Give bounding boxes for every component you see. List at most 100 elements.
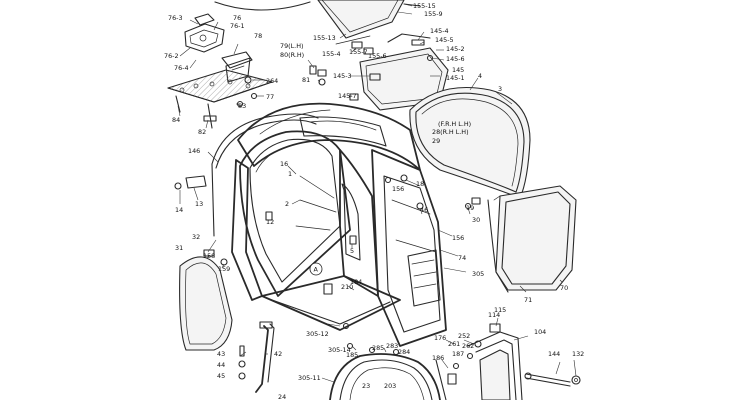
label-83: 83 xyxy=(238,102,246,110)
label-264: 264 xyxy=(266,77,278,85)
label-185: 185 xyxy=(346,351,358,359)
label-156a: 156 xyxy=(392,185,404,193)
label-155-13: 155-13 xyxy=(313,34,336,42)
label-24: 24 xyxy=(278,393,286,400)
fasteners-right xyxy=(384,174,481,210)
label-155-6: 155-6 xyxy=(368,52,387,60)
label-210: 210 xyxy=(341,283,353,291)
label-285: 285 xyxy=(372,344,384,352)
label-14: 14 xyxy=(175,206,183,214)
label-29: 29 xyxy=(432,137,440,145)
label-71: 71 xyxy=(524,296,532,304)
label-159: 159 xyxy=(218,265,230,273)
label-80: 80(R.H) xyxy=(280,51,304,59)
label-1: 1 xyxy=(288,170,292,178)
label-145-6: 145-6 xyxy=(446,55,465,63)
label-43: 43 xyxy=(217,350,225,358)
label-144: 144 xyxy=(548,350,560,358)
label-70: 70 xyxy=(560,284,568,292)
label-203: 203 xyxy=(384,382,396,390)
part-labels: 76-3 76 76-1 78 76-2 76-4 264 77 83 84 8… xyxy=(164,2,584,400)
label-305-11: 305-11 xyxy=(298,374,321,382)
label-28: 28(R.H L.H) xyxy=(432,128,469,136)
part-146-seal xyxy=(211,113,319,237)
label-305-14: 305-14 xyxy=(328,346,351,354)
label-76-1: 76-1 xyxy=(230,22,245,30)
label-76-4: 76-4 xyxy=(174,64,189,72)
label-155-7: 155-7 xyxy=(349,48,368,56)
label-30: 30 xyxy=(472,216,480,224)
label-155-15: 155-15 xyxy=(413,2,436,10)
label-18: 18 xyxy=(416,180,424,188)
label-4: 4 xyxy=(478,72,482,80)
label-46: 46 xyxy=(420,206,428,214)
label-23: 23 xyxy=(362,382,370,390)
part-104-door xyxy=(466,323,523,400)
label-186: 186 xyxy=(432,354,444,362)
roof-edge xyxy=(214,1,311,11)
label-184: 184 xyxy=(350,278,362,286)
part-76-bracket xyxy=(184,13,225,53)
fasteners-bottom xyxy=(342,322,460,385)
label-77: 77 xyxy=(266,93,274,101)
part-144-rod xyxy=(524,372,581,387)
label-19: 19 xyxy=(466,204,474,212)
label-5: 5 xyxy=(350,247,354,255)
label-78: 78 xyxy=(254,32,262,40)
label-104: 104 xyxy=(534,328,546,336)
label-145-1: 145-1 xyxy=(446,74,465,82)
label-84: 84 xyxy=(172,116,180,124)
label-76-2: 76-2 xyxy=(164,52,179,60)
label-2: 2 xyxy=(285,200,289,208)
label-44: 44 xyxy=(217,361,225,369)
label-132: 132 xyxy=(572,350,584,358)
label-81: 81 xyxy=(302,76,310,84)
part-13-14 xyxy=(174,175,207,190)
part-31-glass xyxy=(179,249,233,351)
label-305: 305 xyxy=(472,270,484,278)
bolts-43-45 xyxy=(238,345,246,380)
label-145: 145 xyxy=(452,66,464,74)
label-155-4: 155-4 xyxy=(322,50,341,58)
label-42: 42 xyxy=(274,350,282,358)
part-42-handrail xyxy=(255,321,275,393)
label-12: 12 xyxy=(266,218,274,226)
label-145-5: 145-5 xyxy=(435,36,454,44)
label-74: 74 xyxy=(458,254,466,262)
label-79: 79(L.H) xyxy=(280,42,304,50)
part-23-door xyxy=(329,353,447,400)
label-145-2: 145-2 xyxy=(446,45,465,53)
label-115: 115 xyxy=(494,306,506,314)
label-252: 252 xyxy=(458,332,470,340)
label-31: 31 xyxy=(175,244,183,252)
label-146: 146 xyxy=(188,147,200,155)
label-145-7: 145-7 xyxy=(338,92,357,100)
label-82: 82 xyxy=(198,128,206,136)
label-16: 16 xyxy=(280,160,288,168)
label-114: 114 xyxy=(488,311,500,319)
label-a: A xyxy=(314,266,319,274)
label-176: 176 xyxy=(434,334,446,342)
label-13: 13 xyxy=(195,200,203,208)
label-76-3: 76-3 xyxy=(168,14,183,22)
label-262: 262 xyxy=(462,342,474,350)
label-261: 261 xyxy=(448,340,460,348)
fasteners-top-left xyxy=(236,65,327,108)
label-155-9: 155-9 xyxy=(424,10,443,18)
label-frhl: (F.R.H L.H) xyxy=(438,120,471,128)
label-187: 187 xyxy=(452,350,464,358)
label-284: 284 xyxy=(398,348,410,356)
part-1-cab-frame xyxy=(231,102,447,347)
label-305-12: 305-12 xyxy=(306,330,329,338)
part-3-4-side-glass xyxy=(409,87,531,199)
label-32: 32 xyxy=(192,233,200,241)
label-76: 76 xyxy=(233,14,241,22)
label-158: 158 xyxy=(203,252,215,260)
reference-circle-a xyxy=(309,262,323,276)
part-70-71-glass xyxy=(487,185,577,293)
label-45: 45 xyxy=(217,372,225,380)
label-145-4: 145-4 xyxy=(430,27,449,35)
label-3: 3 xyxy=(498,85,502,93)
